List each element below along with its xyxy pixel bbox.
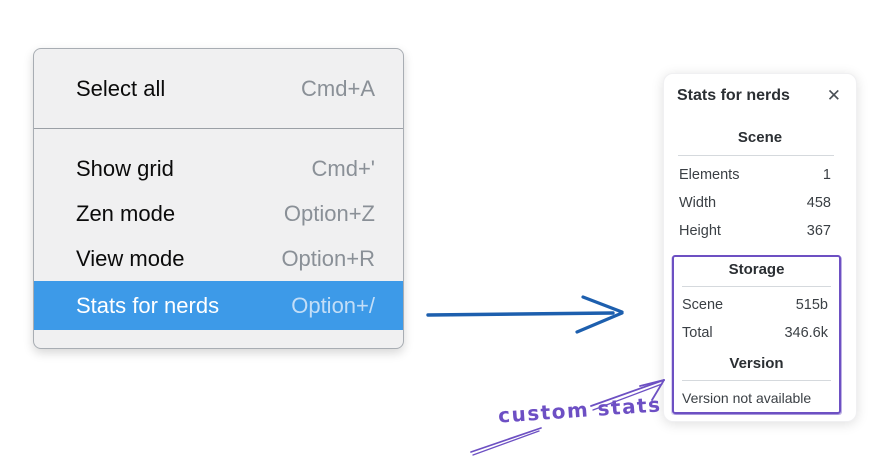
stat-row-scene-storage: Scene 515b [674,291,839,319]
menu-item-shortcut: Option+Z [283,200,375,226]
menu-section-top: Select all Cmd+A [34,49,403,128]
stat-value: 1 [822,167,831,183]
menu-item-label: Show grid [76,155,174,181]
custom-stats-annotation-box: Storage Scene 515b Total 346.6k Version … [672,255,841,414]
menu-item-shortcut: Cmd+' [311,155,376,181]
stats-panel-header: Stats for nerds ✕ [664,74,856,105]
blue-arrow [426,295,624,334]
context-menu: Select all Cmd+A Show grid Cmd+' Zen mod… [33,48,404,349]
menu-item-shortcut: Option+R [281,245,375,271]
close-icon[interactable]: ✕ [826,85,841,106]
menu-item-shortcut: Cmd+A [301,75,375,101]
divider [682,286,831,287]
stat-label: Scene [682,297,724,313]
stat-row-elements: Elements 1 [664,161,856,189]
stats-panel-title: Stats for nerds [677,87,790,104]
version-section: Version Version not available [674,355,839,406]
version-message: Version not available [682,390,812,406]
menu-item-show-grid[interactable]: Show grid Cmd+' [34,146,403,191]
menu-item-label: Zen mode [76,200,176,226]
menu-item-stats-for-nerds[interactable]: Stats for nerds Option+/ [34,281,403,330]
scene-section: Scene Elements 1 Width 458 Height 367 [664,129,856,245]
stat-label: Height [679,223,721,239]
divider [682,380,831,381]
stat-row-total-storage: Total 346.6k [674,319,839,347]
stat-value: 458 [806,195,831,211]
menu-item-label: Select all [76,75,166,101]
scene-heading: Scene [737,129,783,146]
menu-item-zen-mode[interactable]: Zen mode Option+Z [34,191,403,236]
menu-item-label: View mode [76,245,185,271]
storage-heading: Storage [728,261,785,278]
stat-label: Elements [679,167,740,183]
storage-section: Storage Scene 515b Total 346.6k [674,261,839,347]
stat-value: 346.6k [784,325,828,341]
stat-value: 515b [795,297,828,313]
menu-divider [34,128,403,129]
stat-label: Total [682,325,713,341]
stat-row-height: Height 367 [664,217,856,245]
menu-item-view-mode[interactable]: View mode Option+R [34,236,403,281]
menu-item-shortcut: Option+/ [291,292,375,318]
menu-item-label: Stats for nerds [76,292,220,318]
version-heading: Version [729,355,784,372]
stat-label: Width [679,195,717,211]
stat-row-width: Width 458 [664,189,856,217]
menu-section-bottom: Show grid Cmd+' Zen mode Option+Z View m… [34,129,403,348]
custom-stats-arrow [470,379,665,456]
menu-item-select-all[interactable]: Select all Cmd+A [34,49,403,128]
divider [678,155,834,156]
custom-stats-annotation-label: custom stats [497,392,663,428]
stat-value: 367 [806,223,831,239]
stats-panel: Stats for nerds ✕ Scene Elements 1 Width… [663,73,857,422]
